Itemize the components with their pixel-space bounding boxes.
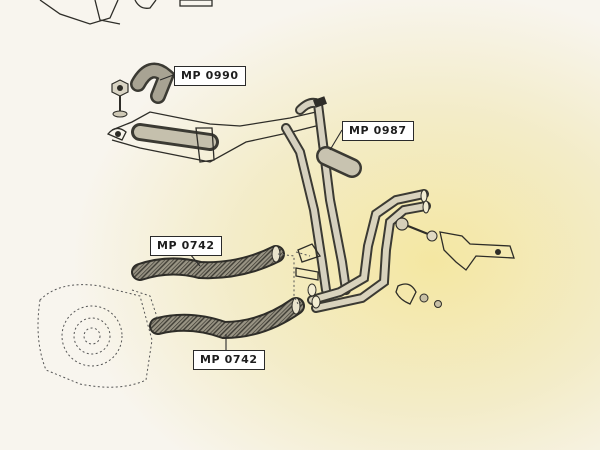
upper-pipe-assembly xyxy=(106,96,351,295)
top-fragment xyxy=(39,0,213,25)
bolt-bracket-right xyxy=(395,217,515,308)
elbow-hose-mp0990 xyxy=(130,62,176,104)
part-label-mp0742-lower: MP 0742 xyxy=(193,350,265,370)
braided-hose-mp0742-upper xyxy=(131,245,285,281)
part-label-mp0987: MP 0987 xyxy=(342,121,414,141)
part-label-mp0742-upper: MP 0742 xyxy=(150,236,222,256)
braided-hose-mp0742-lower xyxy=(149,297,305,340)
leader-lines xyxy=(159,73,343,350)
pipe-clamp xyxy=(295,243,417,305)
sleeve-mp0987 xyxy=(316,146,362,178)
connection-guides xyxy=(277,251,311,305)
part-label-mp0990: MP 0990 xyxy=(174,66,246,86)
bolt-washer-left xyxy=(111,79,129,118)
oil-cooler-outline xyxy=(37,284,159,388)
right-pipe-assembly xyxy=(307,189,431,313)
